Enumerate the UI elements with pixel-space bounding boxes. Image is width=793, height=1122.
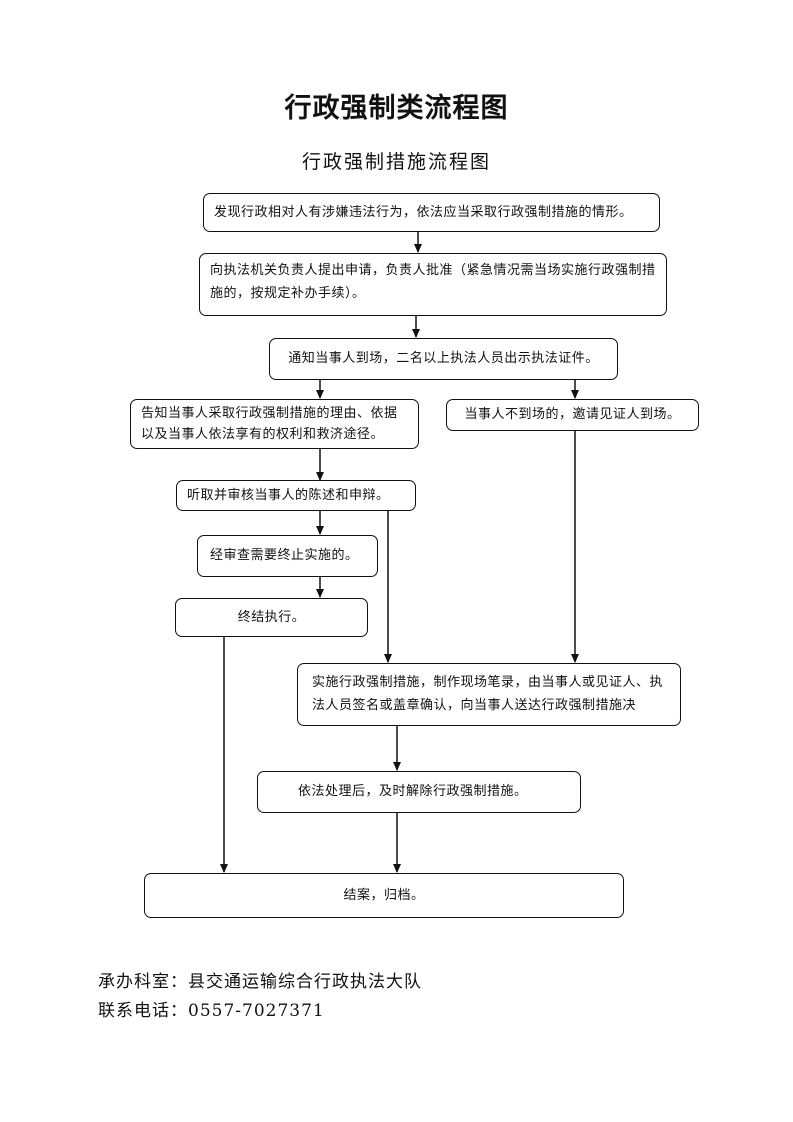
step-notify: 通知当事人到场，二名以上执法人员出示执法证件。: [269, 338, 618, 380]
page-subtitle: 行政强制措施流程图: [301, 151, 491, 173]
step-inform: 告知当事人采取行政强制措施的理由、依据以及当事人依法享有的权利和救济途径。: [130, 399, 419, 449]
footer-phone: 联系电话：0557-7027371: [98, 1001, 325, 1021]
step-review: 经审查需要终止实施的。: [197, 535, 378, 577]
step-hear: 听取并审核当事人的陈述和申辩。: [176, 480, 416, 511]
step-discover: 发现行政相对人有涉嫌违法行为，依法应当采取行政强制措施的情形。: [203, 193, 660, 232]
step-terminate: 终结执行。: [175, 598, 368, 637]
step-release: 依法处理后，及时解除行政强制措施。: [257, 771, 581, 813]
footer-dept: 承办科室：县交通运输综合行政执法大队: [98, 972, 422, 992]
step-report: 向执法机关负责人提出申请，负责人批准（紧急情况需当场实施行政强制措施的，按规定补…: [199, 253, 667, 316]
step-absent: 当事人不到场的，邀请见证人到场。: [446, 399, 699, 431]
page-title: 行政强制类流程图: [284, 93, 509, 124]
step-close: 结案，归档。: [144, 873, 624, 918]
step-implement: 实施行政强制措施，制作现场笔录，由当事人或见证人、执法人员签名或盖章确认，向当事…: [297, 663, 681, 726]
